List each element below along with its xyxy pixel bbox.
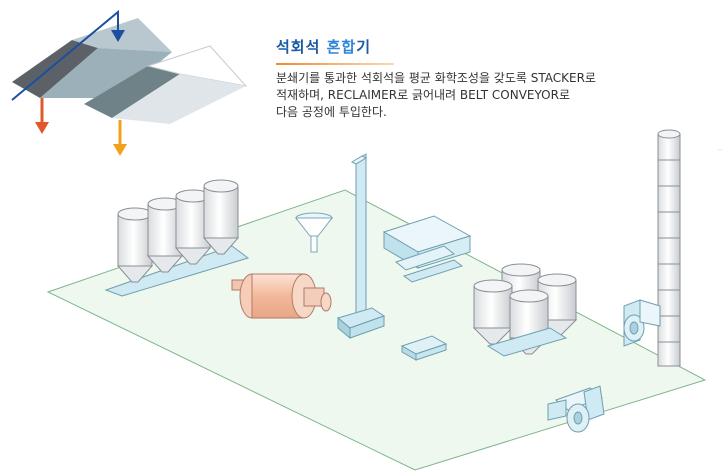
title-highlight: 혼합 bbox=[326, 38, 357, 56]
description-line: 적재하며, RECLAIMER로 긁어내려 BELT CONVEYOR로 bbox=[276, 88, 570, 102]
silo-cluster bbox=[472, 263, 578, 357]
down-arrow-icon bbox=[113, 144, 127, 156]
small-tray bbox=[400, 335, 448, 361]
bucket-elevator bbox=[336, 153, 386, 340]
title-underline bbox=[276, 63, 394, 65]
hopper-funnel bbox=[294, 212, 334, 253]
page-title: 석회석 혼합기 bbox=[276, 36, 706, 57]
exhaust-stack bbox=[657, 129, 681, 367]
title-text-part: 기 bbox=[356, 38, 372, 56]
silo-group bbox=[116, 179, 240, 283]
description-line: 다음 공정에 투입한다. bbox=[276, 105, 387, 119]
dust-collector bbox=[382, 215, 472, 283]
stacker-line bbox=[11, 9, 119, 101]
stockpile-right bbox=[84, 45, 248, 124]
blower-fan bbox=[623, 299, 661, 347]
rotary-kiln bbox=[231, 273, 332, 319]
title-block: 석회석 혼합기 bbox=[276, 36, 706, 65]
description-line: 분쇄기를 통과한 석회석을 평균 화학조성을 갖도록 STACKER로 bbox=[276, 71, 596, 85]
blower-fan-front bbox=[547, 385, 605, 433]
down-arrow-icon bbox=[35, 122, 49, 134]
stacker-arrow-icon bbox=[111, 30, 125, 42]
description-text: 분쇄기를 통과한 석회석을 평균 화학조성을 갖도록 STACKER로 적재하며… bbox=[276, 70, 716, 121]
title-text-part: 석회석 bbox=[276, 38, 327, 56]
